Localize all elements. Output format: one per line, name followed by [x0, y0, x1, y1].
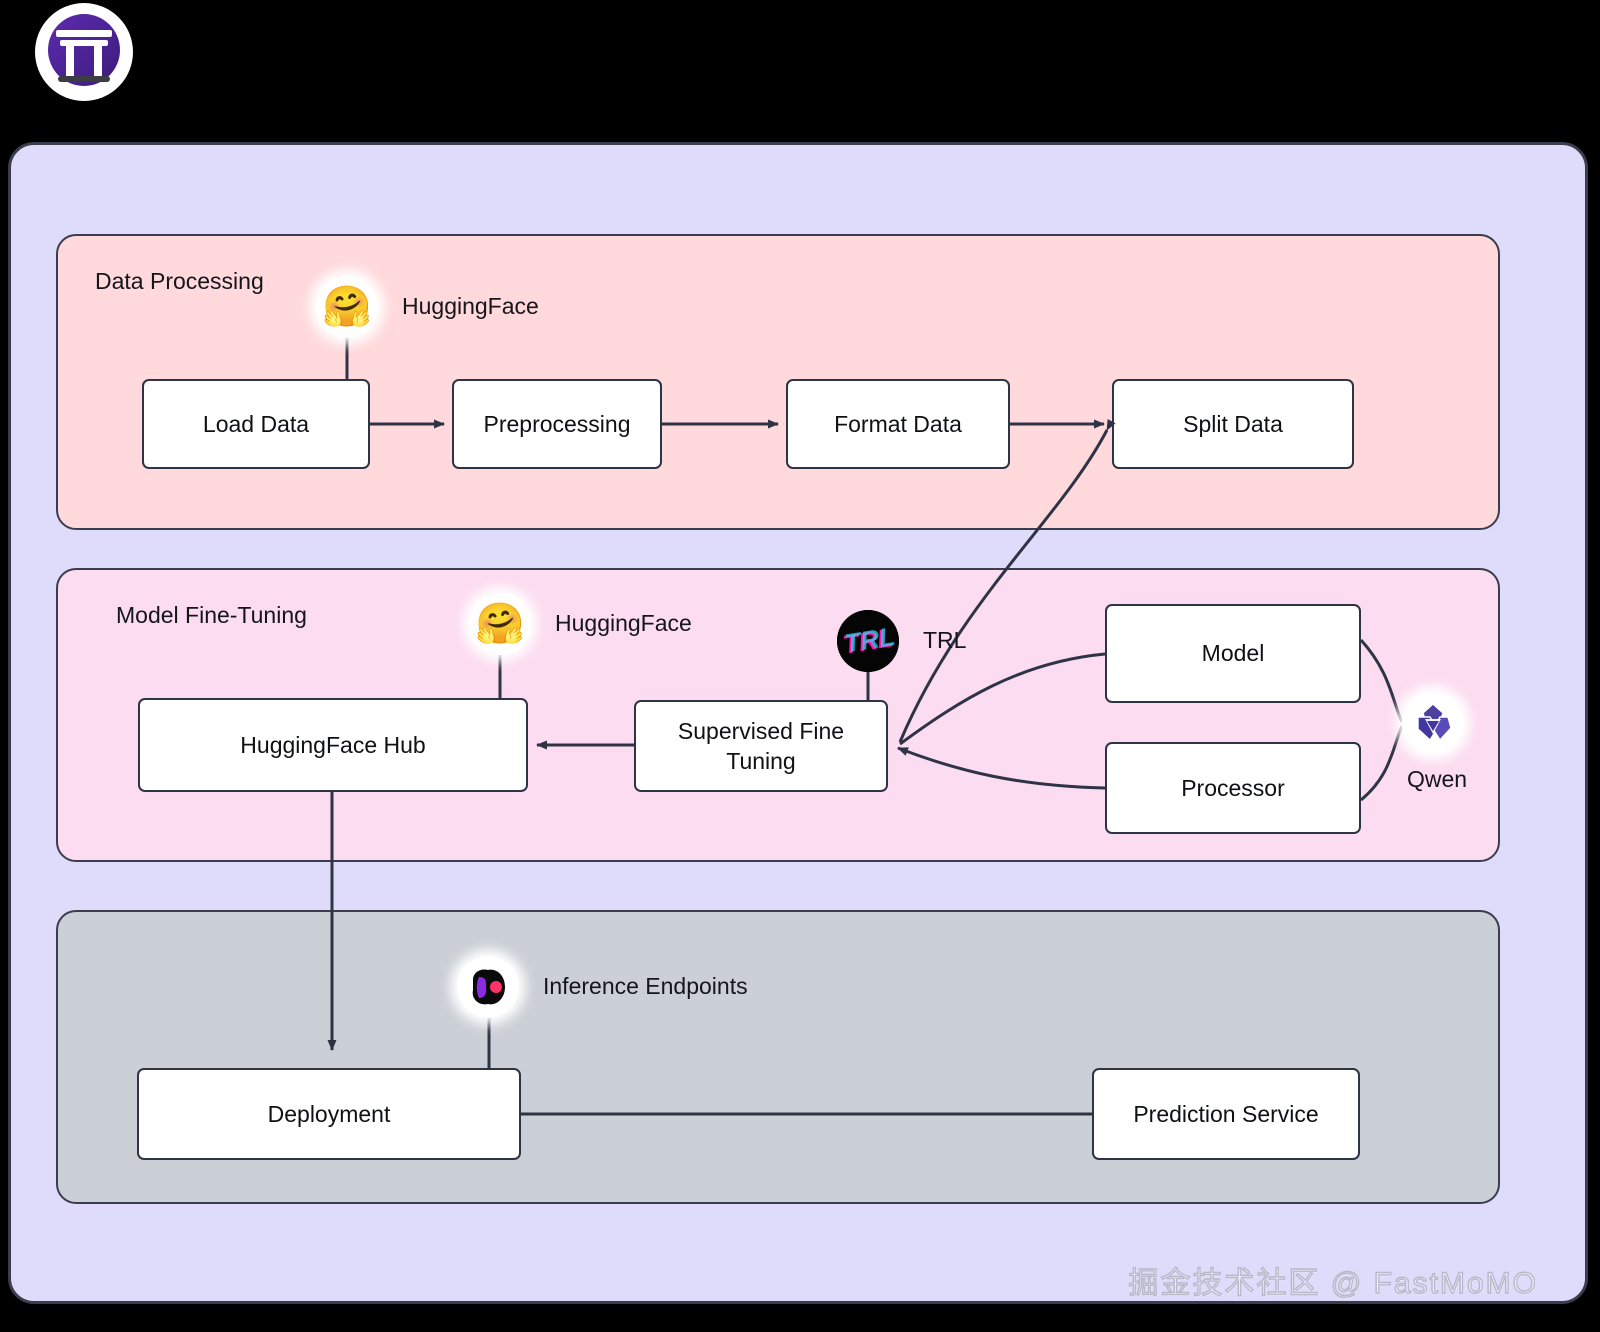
- tech-label-huggingface-finetune: HuggingFace: [555, 610, 692, 636]
- hugging-face-icon: 🤗: [316, 276, 378, 338]
- node-load-data[interactable]: Load Data: [142, 379, 370, 469]
- group-label-data-processing: Data Processing: [95, 268, 264, 294]
- node-supervised-fine-tuning[interactable]: Supervised Fine Tuning: [634, 700, 888, 792]
- qwen-icon: [1402, 692, 1464, 754]
- node-model[interactable]: Model: [1105, 604, 1361, 703]
- node-prediction-service[interactable]: Prediction Service: [1092, 1068, 1360, 1160]
- group-label-model-fine-tuning: Model Fine-Tuning: [116, 602, 307, 628]
- node-preprocessing[interactable]: Preprocessing: [452, 379, 662, 469]
- node-processor[interactable]: Processor: [1105, 742, 1361, 834]
- hugging-face-icon: 🤗: [469, 593, 531, 655]
- node-deployment[interactable]: Deployment: [137, 1068, 521, 1160]
- node-sft-line1: Supervised Fine: [677, 717, 845, 744]
- node-split-data[interactable]: Split Data: [1112, 379, 1354, 469]
- torii-gate-icon: [38, 6, 130, 98]
- tech-label-inference-endpoints: Inference Endpoints: [543, 973, 748, 999]
- node-format-data[interactable]: Format Data: [786, 379, 1010, 469]
- tech-label-qwen: Qwen: [1406, 766, 1468, 792]
- node-sft-line2: Tuning: [726, 748, 796, 774]
- inference-endpoints-icon: [457, 956, 519, 1018]
- watermark: 掘金技术社区 @ FastMoMO: [1128, 1266, 1538, 1300]
- trl-icon: TRL TRL: [837, 610, 899, 672]
- tech-label-trl: TRL: [923, 627, 967, 653]
- node-huggingface-hub[interactable]: HuggingFace Hub: [138, 698, 528, 792]
- tech-label-huggingface-data: HuggingFace: [402, 293, 539, 319]
